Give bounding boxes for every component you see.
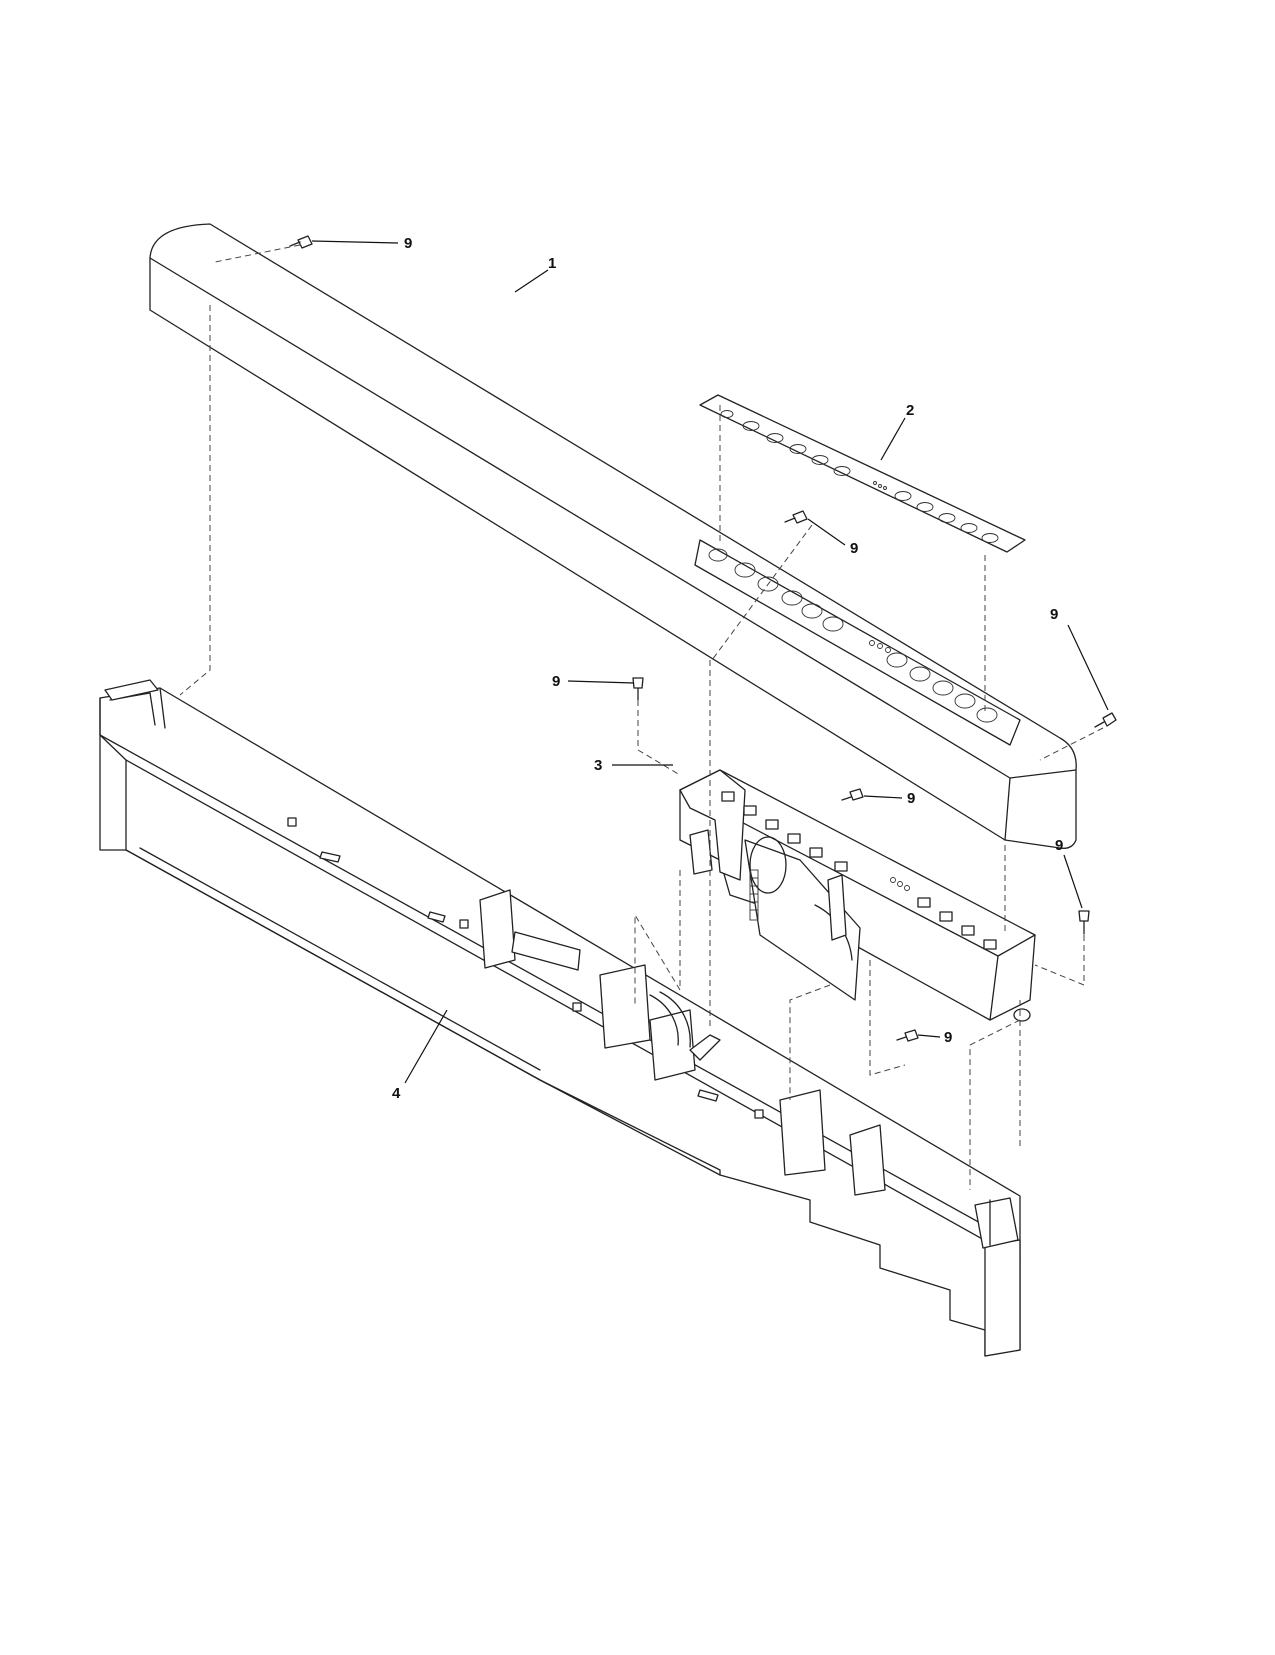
control-board-part-3 bbox=[679, 769, 1036, 1022]
callout-label: 9 bbox=[1050, 606, 1058, 623]
screw-icon bbox=[896, 1029, 919, 1042]
screw-icon bbox=[1078, 910, 1090, 935]
screw-icon bbox=[632, 677, 644, 701]
callout-label: 9 bbox=[944, 1029, 952, 1046]
console-cover-part-1 bbox=[149, 223, 1077, 849]
callout-labels: 9 1 2 9 9 9 3 9 9 9 4 bbox=[392, 235, 1063, 1102]
leader-lines bbox=[311, 240, 1109, 1084]
callout-label: 9 bbox=[907, 790, 915, 807]
panel-base-part-4 bbox=[99, 679, 1021, 1357]
callout-label: 3 bbox=[594, 757, 602, 774]
callout-label: 9 bbox=[1055, 837, 1063, 854]
screw-icon bbox=[841, 788, 864, 801]
callout-label: 4 bbox=[392, 1085, 401, 1102]
callout-label: 2 bbox=[906, 402, 914, 419]
callout-label: 9 bbox=[850, 540, 858, 557]
cover-button-holes bbox=[708, 548, 998, 723]
callout-label: 1 bbox=[548, 255, 556, 272]
screw-icon bbox=[289, 235, 313, 249]
screw-icon bbox=[784, 510, 808, 524]
screw-icon bbox=[1094, 712, 1117, 728]
assembly-guide-lines bbox=[179, 244, 1104, 1190]
callout-label: 9 bbox=[404, 235, 412, 252]
callout-label: 9 bbox=[552, 673, 560, 690]
overlay-strip-part-2 bbox=[699, 394, 1026, 553]
